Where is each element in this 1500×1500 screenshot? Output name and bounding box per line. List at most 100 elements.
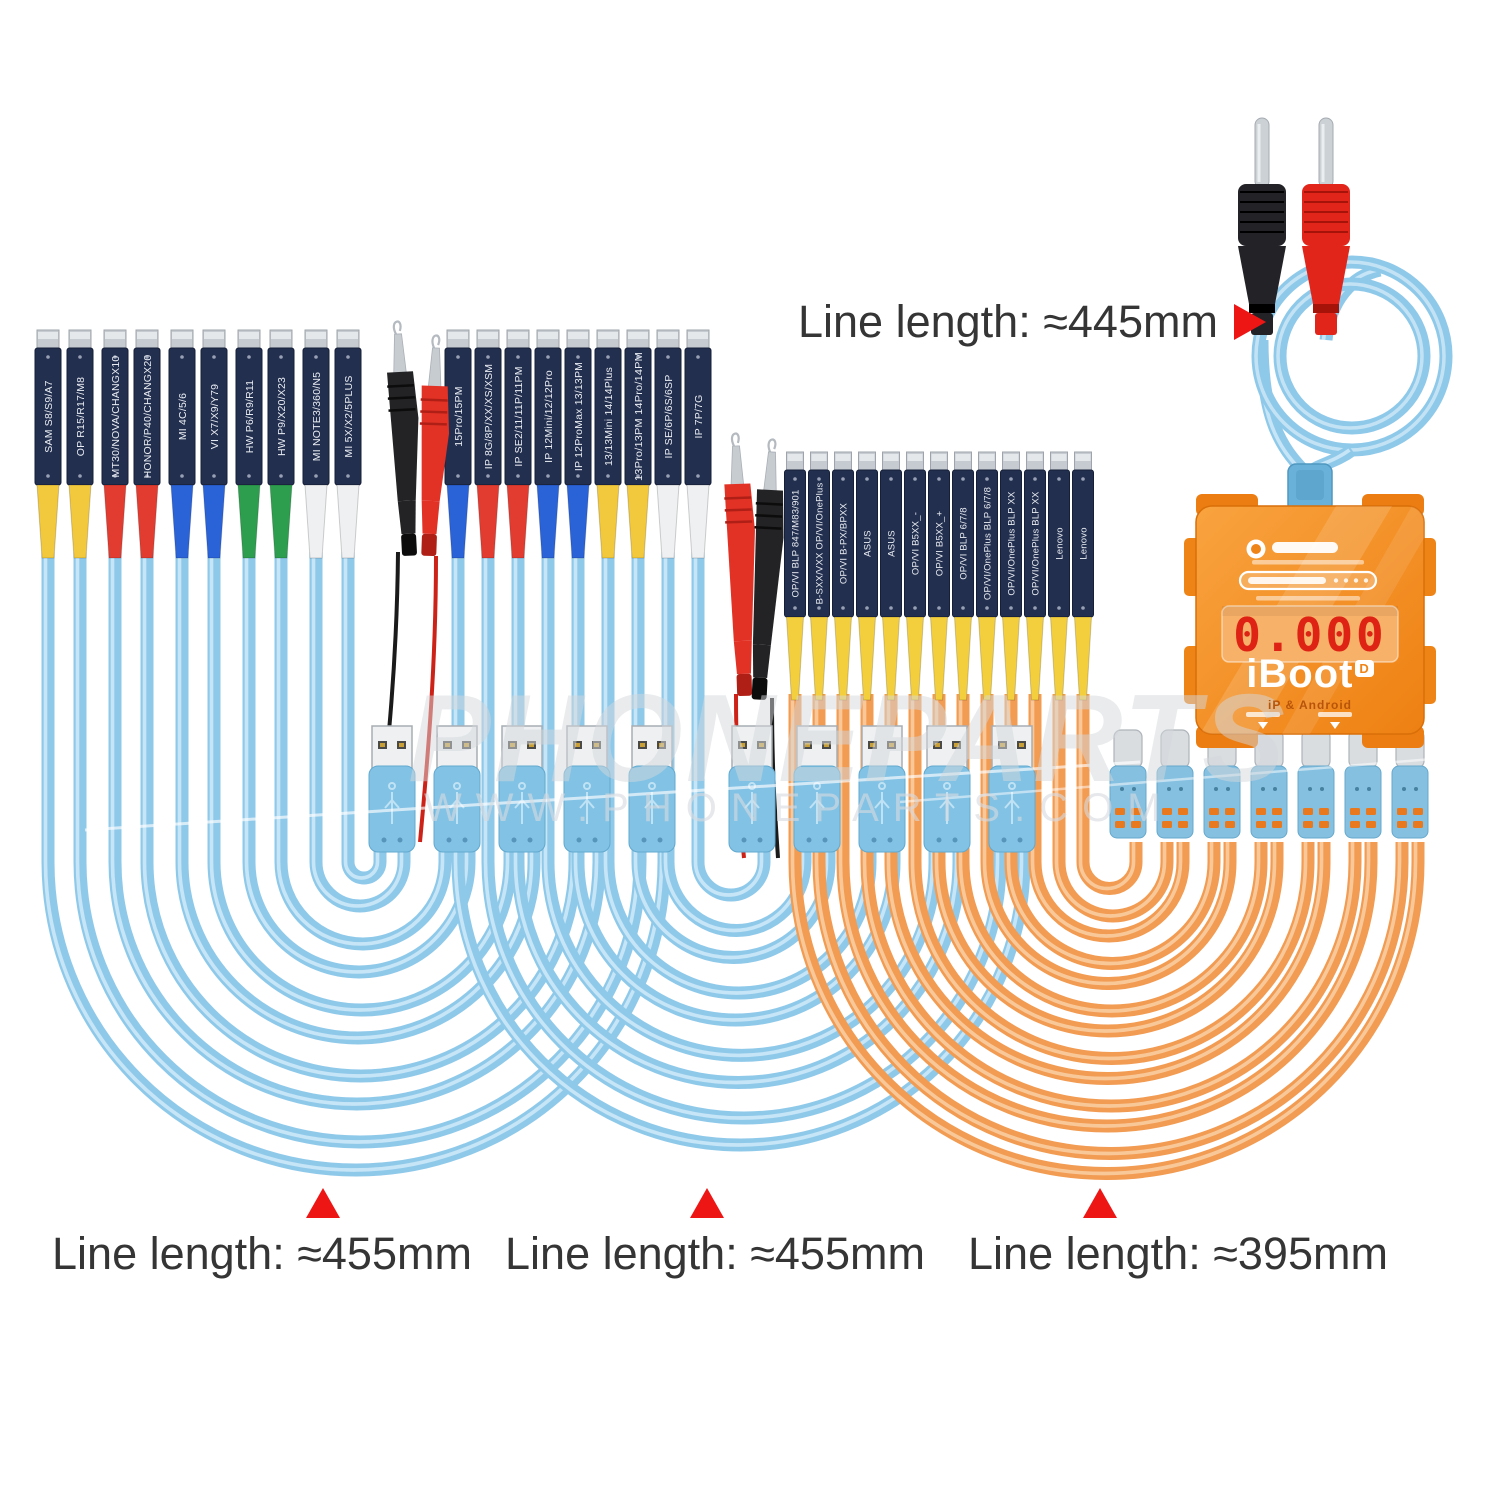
usb-c-metal [1160,729,1190,769]
annotation-top-length: Line length: ≈445mm [798,296,1266,348]
connector-boot [170,484,194,559]
connector-boot [68,484,92,559]
connector-label: OP/VI/OnePlus BLP XX [1030,491,1041,596]
connector-label: IP 8G/8P/XX/XS/XSM [483,364,495,470]
connector-label: MI 4C/5/6 [177,393,189,440]
connector-label: OP/VI B5XX_+ [934,511,945,577]
battery-connector-strip: IP 12ProMax 13/13PM [564,329,592,559]
battery-connector-strip: MI NOTE3/360/N5 [302,329,330,559]
annotation-bottom-left: Line length: ≈455mm [52,1228,472,1279]
usb-c-connector [1156,729,1194,839]
connector-label: OP/VI BLP 847/M83/901 [790,489,801,597]
device-display-panel [1221,605,1399,663]
connector-boot [506,484,530,559]
battery-connector-strip: OP/VI BLP 6/7/8 [952,451,974,701]
connector-label: ASUS [886,530,897,557]
battery-connector-strip: 15Pro/15PM [444,329,472,559]
battery-connector-strip: IP 12Mini/12/12Pro [534,329,562,559]
usb-c-metal [1301,729,1331,769]
plug-body [1238,184,1286,246]
battery-connector-strip: IP 8G/8P/XX/XS/XSM [474,329,502,559]
battery-connector-strip: Lenovo [1072,451,1094,701]
cable [274,552,452,951]
connector-boot [905,616,925,701]
usb-a-row [368,725,1036,853]
connector-label: 13/13Mini 14/14Plus [603,367,615,466]
usb-a-connector [628,725,676,853]
usb-c-body [1203,765,1241,839]
battery-connector-strip: IP 7P/7G [684,329,712,559]
annotation-top-text: Line length: ≈445mm [798,296,1218,347]
battery-connector-strip: HONOR/P40/CHANGX20 [133,329,161,559]
battery-connector-strip: Lenovo [1048,451,1070,701]
battery-connector-strip: OP R15/R17/M8 [66,329,94,559]
connector-boot [446,484,470,559]
banana-plug [1238,117,1286,335]
cable-fans [41,552,1425,1180]
connector-boot [785,616,805,701]
connector-label: OP/VI/OnePlus BLP XX [1006,491,1017,596]
usb-c-body [1344,765,1382,839]
usb-c-metal [1254,729,1284,769]
battery-connector-strip: MT30/NOVA/CHANGX10 [101,329,129,559]
connector-boot [881,616,901,701]
connector-boot [566,484,590,559]
alligator-clip [387,320,419,556]
usb-c-body [1391,765,1429,839]
connector-boot [656,484,680,559]
device-display-value: 0.000 [1233,608,1387,662]
connector-strips: SAM S8/S9/A7 OP R15/R17/M8 MT30/NOVA/CHANG… [34,329,1094,701]
connector-boot [1073,616,1093,701]
connector-label: IP 12ProMax 13/13PM [573,362,585,471]
connector-boot [237,484,261,559]
connector-boot [304,484,328,559]
usb-a-connector [563,725,611,853]
usb-a-connector [923,725,971,853]
connector-label: MT30/NOVA/CHANGX10 [110,356,122,478]
alligator-clip [751,438,784,700]
device-brand-text: iBoot [1246,652,1354,696]
usb-c-connector [1297,729,1335,839]
connector-label: IP SE2/11/11P/11PM [513,366,525,466]
watermark-lines [84,754,1471,832]
connector-boot [1001,616,1021,701]
connector-label: VI X7/X9/Y79 [209,384,221,449]
connector-label: B-SXX/VXX OP/VI/OnePlus [814,483,825,605]
alligator-clip [724,432,755,697]
battery-connector-strip: IP SE2/11/11P/11PM [504,329,532,559]
connector-label: Lenovo [1054,527,1065,559]
banana-plug [1302,117,1350,335]
connector-boot [857,616,877,701]
connector-boot [1025,616,1045,701]
usb-a-connector [858,725,906,853]
connector-boot [36,484,60,559]
arrow-up-icon [306,1188,340,1218]
connector-label: Lenovo [1078,527,1089,559]
connector-label: ASUS [862,530,873,557]
usb-a-connector [988,725,1036,853]
connector-boot [809,616,829,701]
banana-plug-leads [1251,255,1453,478]
annotation-bottom-right: Line length: ≈395mm [968,1228,1388,1279]
battery-connector-strip: SAM S8/S9/A7 [34,329,62,559]
connector-label: MI NOTE3/360/N5 [311,372,323,461]
connector-boot [953,616,973,701]
plug-body [1302,184,1350,246]
connector-label: SAM S8/S9/A7 [43,380,55,452]
connector-label: OP/VI B5XX_- [910,512,921,575]
cable [73,552,647,1149]
usb-c-body [1156,765,1194,839]
arrow-up-icon [1083,1188,1117,1218]
battery-connector-strip: 13/13Mini 14/14Plus [594,329,622,559]
arrow-right-icon [1233,304,1266,340]
arrow-up-icon [690,1188,724,1218]
connector-boot [977,616,997,701]
usb-a-connector [498,725,546,853]
battery-connector-strip: ASUS [880,451,902,701]
connector-label: OP R15/R17/M8 [75,377,87,456]
device-brand-badge: D [1355,659,1374,677]
battery-connector-strip: HW P6/R9/R11 [235,329,263,559]
connector-boot [596,484,620,559]
